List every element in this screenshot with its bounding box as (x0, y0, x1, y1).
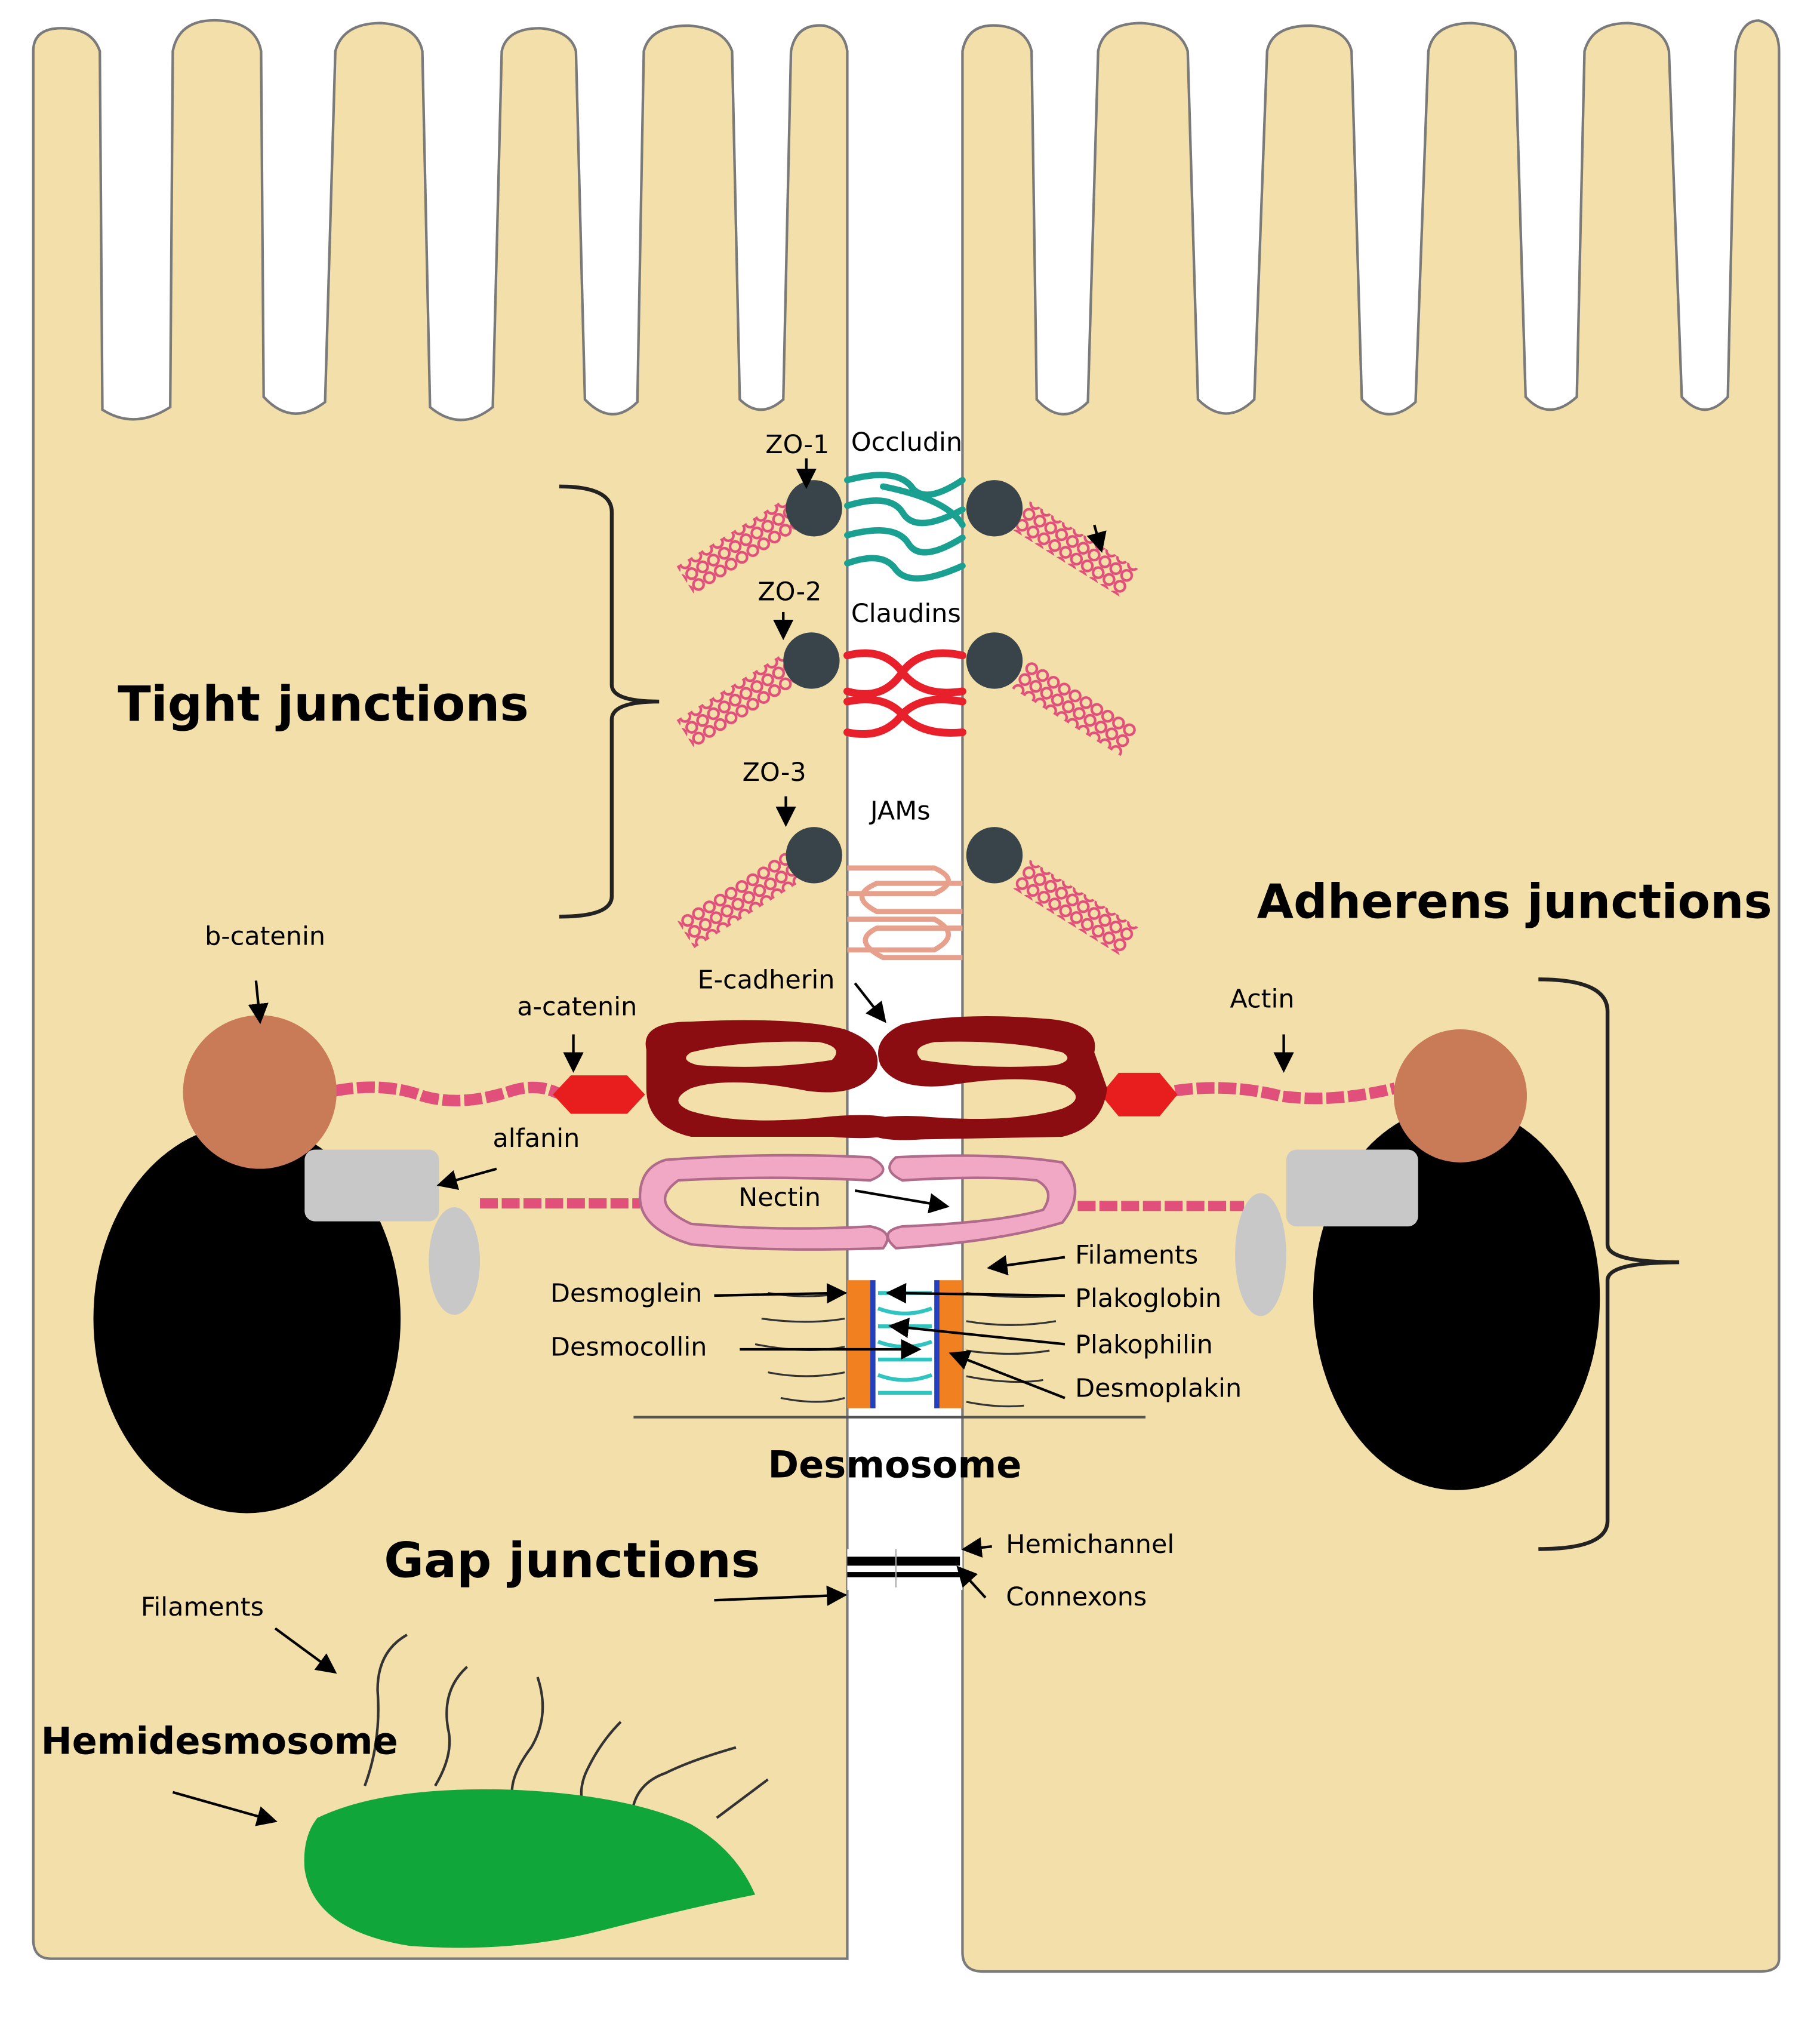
gap-junction (847, 1549, 963, 1591)
afadin-right (1235, 1149, 1418, 1316)
b-catenin-right (1393, 1029, 1527, 1162)
label-filaments-right: Filaments (1075, 1240, 1198, 1270)
label-hemidesmosome: Hemidesmosome (41, 1720, 398, 1763)
label-gap-junctions: Gap junctions (384, 1533, 760, 1589)
label-plakophilin: Plakophilin (1075, 1330, 1213, 1359)
label-filaments-left: Filaments (141, 1592, 264, 1622)
hemidesmosome-filaments (364, 1634, 769, 1819)
tj-actin-chains-left (676, 499, 803, 948)
label-zo-2: ZO-2 (757, 577, 821, 607)
label-nectin: Nectin (738, 1183, 821, 1213)
right-epithelial-cell (961, 19, 1781, 1973)
label-zo-1: ZO-1 (765, 430, 829, 460)
nectin (638, 1154, 1077, 1251)
label-b-catenin: b-catenin (205, 921, 325, 951)
label-alfanin: alfanin (493, 1124, 580, 1154)
afadin-left (304, 1149, 481, 1315)
label-desmocollin: Desmocollin (550, 1333, 707, 1362)
occludin-strands (844, 472, 966, 582)
label-zo-3: ZO-3 (743, 758, 806, 788)
label-occludin: Occludin (851, 427, 962, 457)
tight-junctions-bracket (559, 484, 660, 919)
label-hemichannel: Hemichannel (1006, 1530, 1174, 1559)
label-plakoglobin: Plakoglobin (1075, 1284, 1221, 1314)
adherens-junctions-bracket (1538, 977, 1680, 1551)
e-cadherin (645, 1016, 1107, 1140)
annotation-arrows (172, 458, 1294, 1826)
label-claudins: Claudins (851, 599, 961, 629)
a-catenin-left (553, 1075, 645, 1114)
b-catenin-left (183, 1015, 337, 1169)
label-e-cadherin: E-cadherin (698, 965, 835, 995)
actin-filament-right (1174, 1082, 1397, 1105)
label-adherens-junctions: Adherens junctions (1257, 873, 1772, 929)
label-connexons: Connexons (1006, 1582, 1147, 1612)
label-desmoglein: Desmoglein (550, 1279, 702, 1309)
label-a-catenin: a-catenin (517, 992, 637, 1022)
tj-actin-chains-right (1012, 501, 1138, 956)
label-tight-junctions: Tight junctions (118, 676, 529, 733)
a-catenin-right (1100, 1072, 1178, 1116)
label-jams: JAMs (869, 796, 931, 826)
claudin-strands (843, 649, 966, 738)
zo-proteins (783, 480, 1023, 884)
jam-loops (847, 865, 963, 961)
hemidesmosome (304, 1789, 756, 1948)
label-desmosome: Desmosome (768, 1442, 1021, 1486)
label-desmoplakin: Desmoplakin (1075, 1373, 1242, 1403)
actin-filament-left (334, 1081, 561, 1106)
label-actin: Actin (1230, 984, 1295, 1014)
